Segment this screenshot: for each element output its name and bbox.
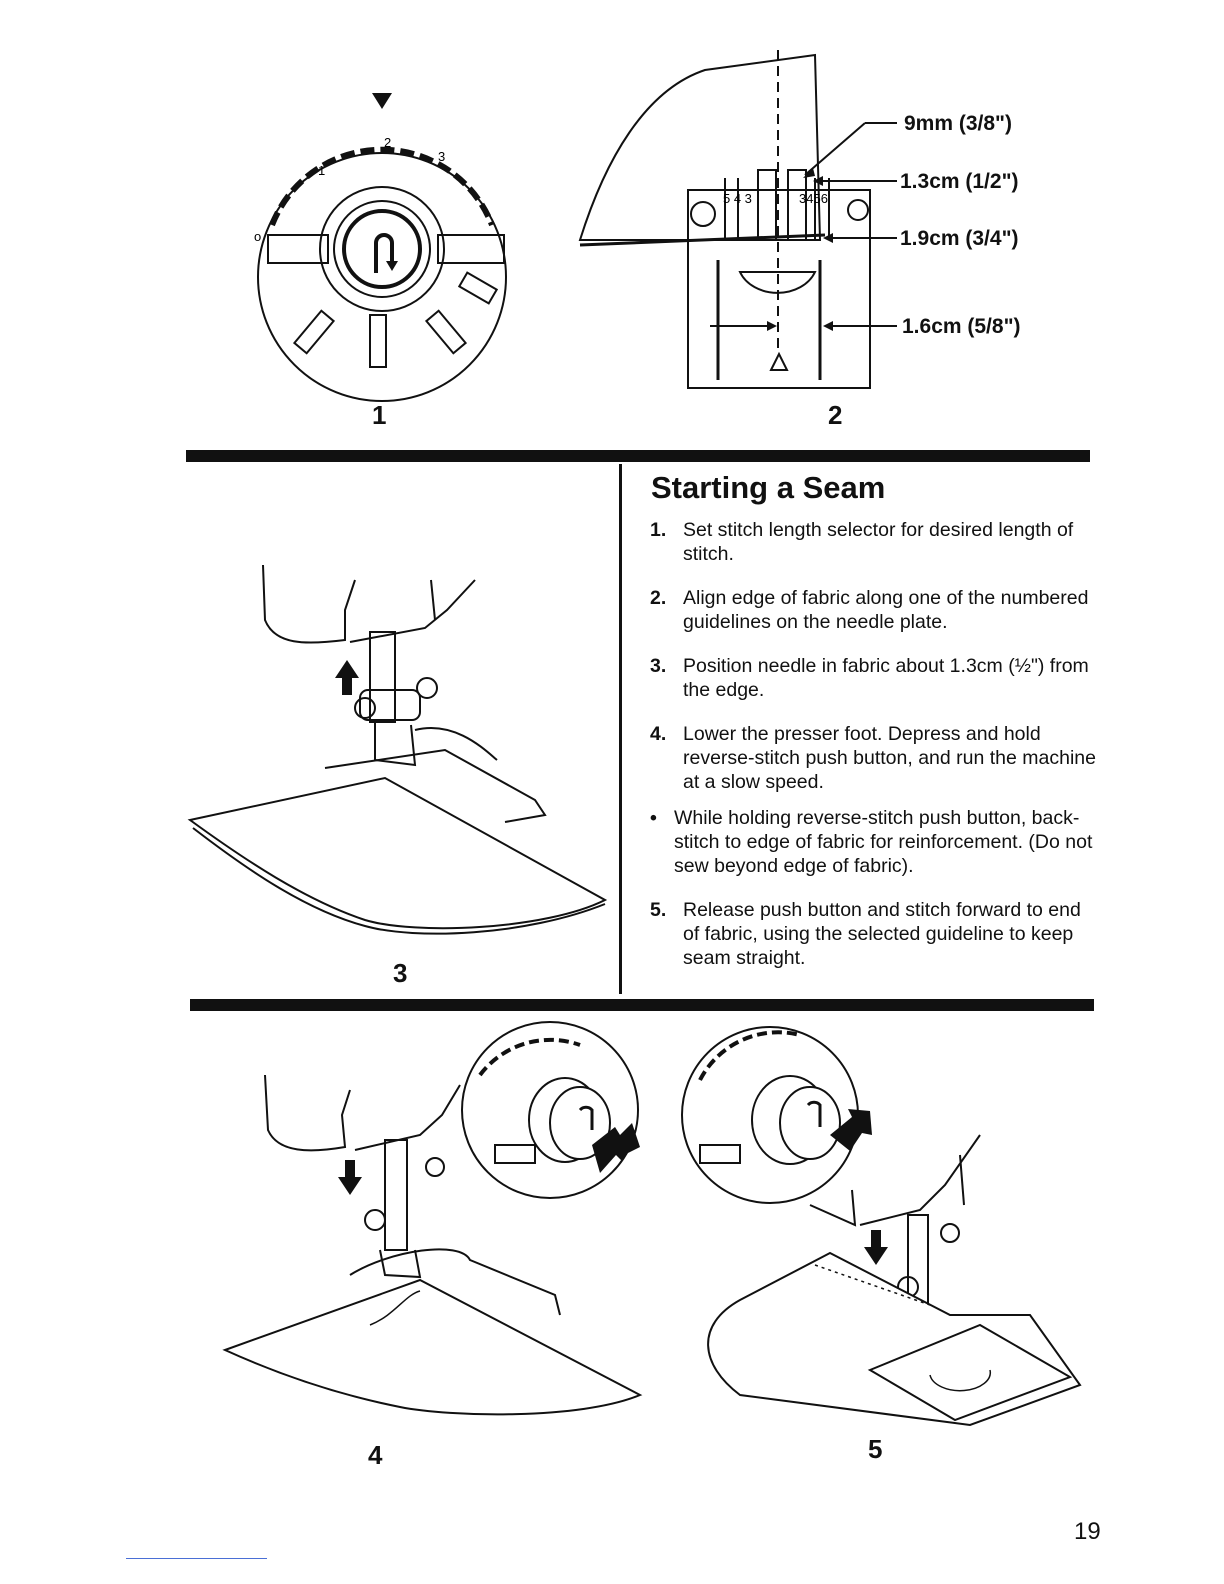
callout-1-6cm: 1.6cm (5/8") [902,315,1021,338]
section-rule-top [186,450,1090,462]
callout-1-9cm: 1.9cm (3/4") [900,227,1019,250]
instruction-step: 2.Align edge of fabric along one of the … [650,587,1089,633]
section-title: Starting a Seam [651,470,886,505]
needle-plate-illustration: 5 4 3 3456 [575,50,895,390]
instruction-note: •While holding reverse-stitch push butto… [650,807,1093,877]
instruction-step: 3.Position needle in fabric about 1.3cm … [650,655,1089,701]
indicator-arrow-icon [372,93,392,109]
reverse-stitch-icon [376,235,392,273]
dial-mark-2: 2 [384,135,391,150]
down-arrow-icon-fig5 [864,1230,888,1265]
section-rule-bottom [190,999,1094,1011]
presser-foot-raised-illustration [185,560,615,940]
plate-scale-left: 5 4 3 [723,191,752,206]
column-divider [619,464,622,994]
figure-number-1: 1 [372,400,387,430]
up-arrow-icon [335,660,359,695]
svg-text:o: o [254,229,261,244]
page-number: 19 [1074,1518,1101,1545]
instruction-step: 5.Release push button and stitch forward… [650,899,1081,969]
push-arrow-icon [592,1123,640,1173]
figure-number-2: 2 [828,400,843,430]
dial-mark-1: 1 [318,163,325,178]
callout-9mm: 9mm (3/8") [904,112,1012,135]
reverse-button-press-illustration [220,1035,650,1415]
instruction-step: 1.Set stitch length selector for desired… [650,519,1074,565]
stitch-dial-illustration: o 1 2 3 [254,93,530,385]
instruction-list: 1.Set stitch length selector for desired… [650,518,1100,990]
plate-scale-right: 3456 [799,191,828,206]
figure-number-3: 3 [393,958,408,988]
callout-1-3cm: 1.3cm (1/2") [900,170,1019,193]
instruction-step: 4.Lower the presser foot. Depress and ho… [650,723,1096,793]
footer-line [126,1558,267,1559]
dial-mark-3: 3 [438,149,445,164]
figure-number-5: 5 [868,1434,883,1464]
release-arrow-icon [830,1109,872,1151]
figure-number-4: 4 [368,1440,383,1470]
release-button-illustration [680,1025,1090,1425]
down-arrow-icon [338,1160,362,1195]
